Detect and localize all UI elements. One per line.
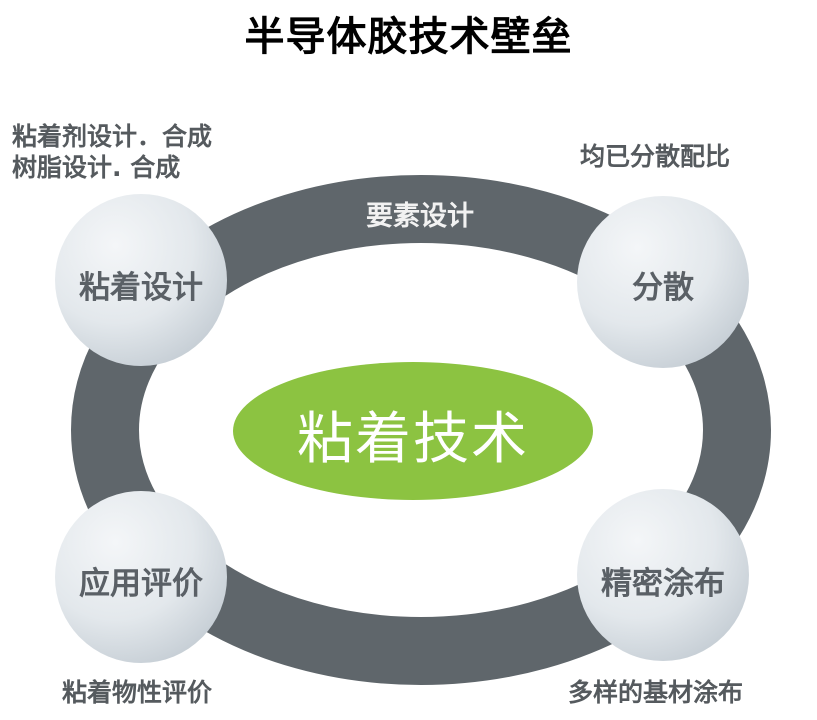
- node-circle-bottom-left: [55, 491, 227, 663]
- annotation-line: 均已分散配比: [580, 142, 731, 171]
- core-label: 粘着技术: [297, 407, 529, 472]
- node-label-top-left: 粘着设计: [79, 270, 203, 306]
- annotation-line: 粘着物性评价: [62, 678, 213, 707]
- annotation-bottom-left: 粘着物性评价: [62, 677, 212, 708]
- ring-label: 要素设计: [366, 201, 474, 232]
- node-circle-top-left: [55, 194, 227, 366]
- process-ring: [71, 175, 771, 685]
- annotation-bottom-right: 多样的基材涂布: [568, 677, 743, 708]
- annotation-line: 粘着剂设计．合成: [12, 122, 213, 151]
- annotation-line: 树脂设计. 合成: [12, 153, 181, 182]
- node-label-bottom-right: 精密涂布: [601, 566, 725, 602]
- core-ellipse: [233, 362, 593, 500]
- node-circle-top-right: [577, 196, 749, 368]
- annotation-top-left: 粘着剂设计．合成 树脂设计. 合成: [12, 121, 212, 183]
- page-title: 半导体胶技术壁垒: [244, 14, 573, 60]
- node-label-bottom-left: 应用评价: [79, 566, 203, 602]
- node-circle-bottom-right: [577, 489, 749, 661]
- annotation-top-right: 均已分散配比: [580, 141, 730, 172]
- node-label-top-right: 分散: [632, 270, 694, 306]
- annotation-line: 多样的基材涂布: [568, 678, 744, 707]
